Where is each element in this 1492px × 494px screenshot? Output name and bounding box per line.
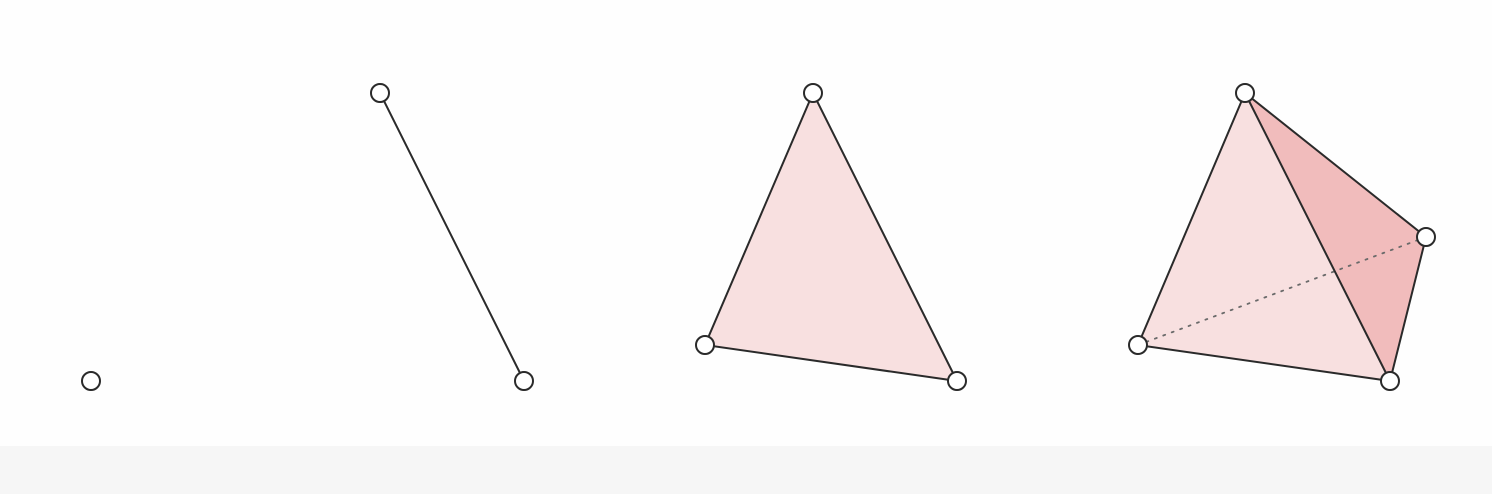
triangle-vertex-right — [947, 371, 967, 391]
tetrahedron-edge-right-bottom — [1389, 236, 1427, 382]
triangle-vertex-left — [695, 335, 715, 355]
tetrahedron-vertex-top — [1235, 83, 1255, 103]
triangle-vertex-top — [803, 83, 823, 103]
tetrahedron-edge-top-bottom — [1244, 92, 1391, 382]
tetrahedron-vertex-left — [1128, 335, 1148, 355]
segment-edge — [379, 92, 525, 382]
point-figure — [81, 371, 101, 391]
triangle-figure — [695, 83, 967, 391]
tetrahedron-hidden-edge — [1137, 236, 1427, 346]
segment-vertex-bottom — [514, 371, 534, 391]
segment-vertex-top — [370, 83, 390, 103]
bottom-band — [0, 446, 1492, 494]
tetrahedron-vertex-right — [1416, 227, 1436, 247]
segment-figure — [370, 83, 534, 391]
tetrahedron-edge-top-right — [1244, 92, 1427, 238]
tetrahedron-edge-top-left — [1137, 92, 1246, 346]
tetrahedron-figure — [1128, 83, 1436, 391]
tetrahedron-vertex-bottom — [1380, 371, 1400, 391]
point-vertex — [81, 371, 101, 391]
triangle-outline — [703, 90, 959, 383]
triangle-face — [705, 93, 957, 381]
tetrahedron-front-face — [1138, 93, 1390, 381]
tetrahedron-side-face — [1245, 93, 1426, 381]
tetrahedron-edge-left-bottom — [1137, 344, 1391, 382]
